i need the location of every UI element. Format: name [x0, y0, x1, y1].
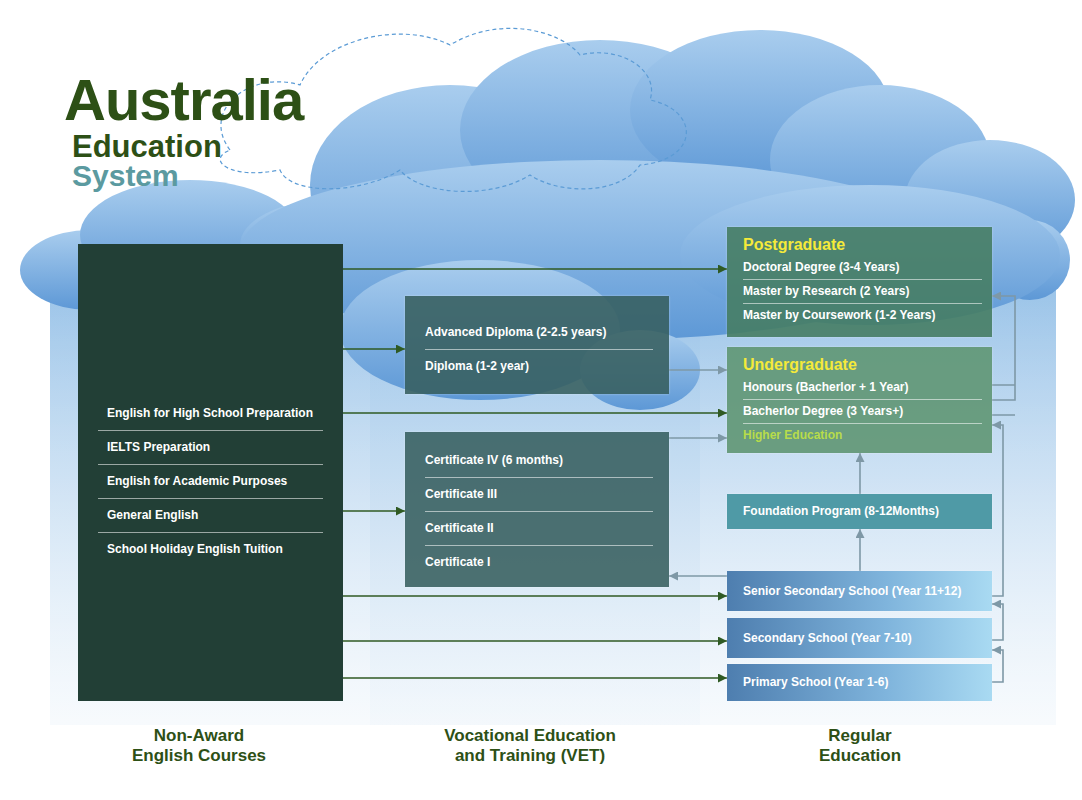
program-box: PostgraduateDoctoral Degree (3-4 Years)M… — [727, 227, 992, 337]
connector-arrow — [992, 650, 1003, 682]
course-item: School Holiday English Tuition — [98, 533, 323, 566]
stage-box: Foundation Program (8-12Months) — [727, 494, 992, 529]
program-box: Advanced Diploma (2-2.5 years)Diploma (1… — [405, 296, 669, 394]
connector-arrow — [859, 529, 861, 571]
program-box: UndergraduateHonours (Bacherlor + 1 Year… — [727, 347, 992, 453]
connector-arrow — [343, 348, 405, 350]
connector-arrow — [992, 425, 1003, 596]
course-item: Doctoral Degree (3-4 Years) — [743, 256, 982, 280]
course-item: Master by Research (2 Years) — [743, 280, 982, 304]
course-item: General English — [98, 499, 323, 533]
level-heading: Undergraduate — [743, 355, 982, 376]
course-item: Diploma (1-2 year) — [425, 350, 653, 383]
connector-arrow — [343, 510, 405, 512]
course-item: Honours (Bacherlor + 1 Year) — [743, 376, 982, 400]
column-label: Non-Award English Courses — [124, 726, 274, 767]
program-box: Certificate IV (6 months)Certificate III… — [405, 432, 669, 587]
course-item: Bacherlor Degree (3 Years+) — [743, 400, 982, 424]
stage-box: Primary School (Year 1-6) — [727, 664, 992, 701]
connector-arrow — [992, 604, 1003, 640]
connector-arrow — [859, 453, 861, 494]
column-strip — [370, 250, 700, 725]
course-panel: English for High School PreparationIELTS… — [78, 244, 343, 701]
column-label: Regular Education — [805, 726, 915, 767]
stage-box: Senior Secondary School (Year 11+12) — [727, 571, 992, 611]
course-item: IELTS Preparation — [98, 431, 323, 465]
course-item: Certificate II — [425, 512, 653, 546]
connector-arrow — [343, 677, 727, 679]
course-item: Certificate I — [425, 546, 653, 579]
course-item: Certificate III — [425, 478, 653, 512]
column-strip — [700, 250, 1056, 725]
connector-arrow — [992, 296, 1015, 400]
stage-box: Secondary School (Year 7-10) — [727, 618, 992, 658]
connector-arrow — [669, 575, 727, 577]
connector-arrow — [343, 268, 727, 270]
course-item: Certificate IV (6 months) — [425, 444, 653, 478]
level-heading: Postgraduate — [743, 235, 982, 256]
course-item: Higher Education — [743, 424, 982, 447]
connector-arrow — [343, 595, 727, 597]
course-item: English for Academic Purposes — [98, 465, 323, 499]
connector-arrow — [343, 640, 727, 642]
course-item: Primary School (Year 1-6) — [743, 675, 888, 690]
title: Australia — [64, 70, 303, 130]
course-item: English for High School Preparation — [98, 397, 323, 431]
course-item: Advanced Diploma (2-2.5 years) — [425, 316, 653, 350]
column-label: Vocational Education and Training (VET) — [430, 726, 630, 767]
course-item: Foundation Program (8-12Months) — [743, 504, 939, 519]
title-line: System — [72, 158, 332, 194]
connector-arrow — [669, 369, 727, 371]
course-item: Master by Coursework (1-2 Years) — [743, 304, 982, 327]
connector-arrow — [343, 412, 727, 414]
course-item: Senior Secondary School (Year 11+12) — [743, 584, 961, 599]
course-item: Secondary School (Year 7-10) — [743, 631, 912, 646]
connector-arrow — [669, 437, 727, 439]
